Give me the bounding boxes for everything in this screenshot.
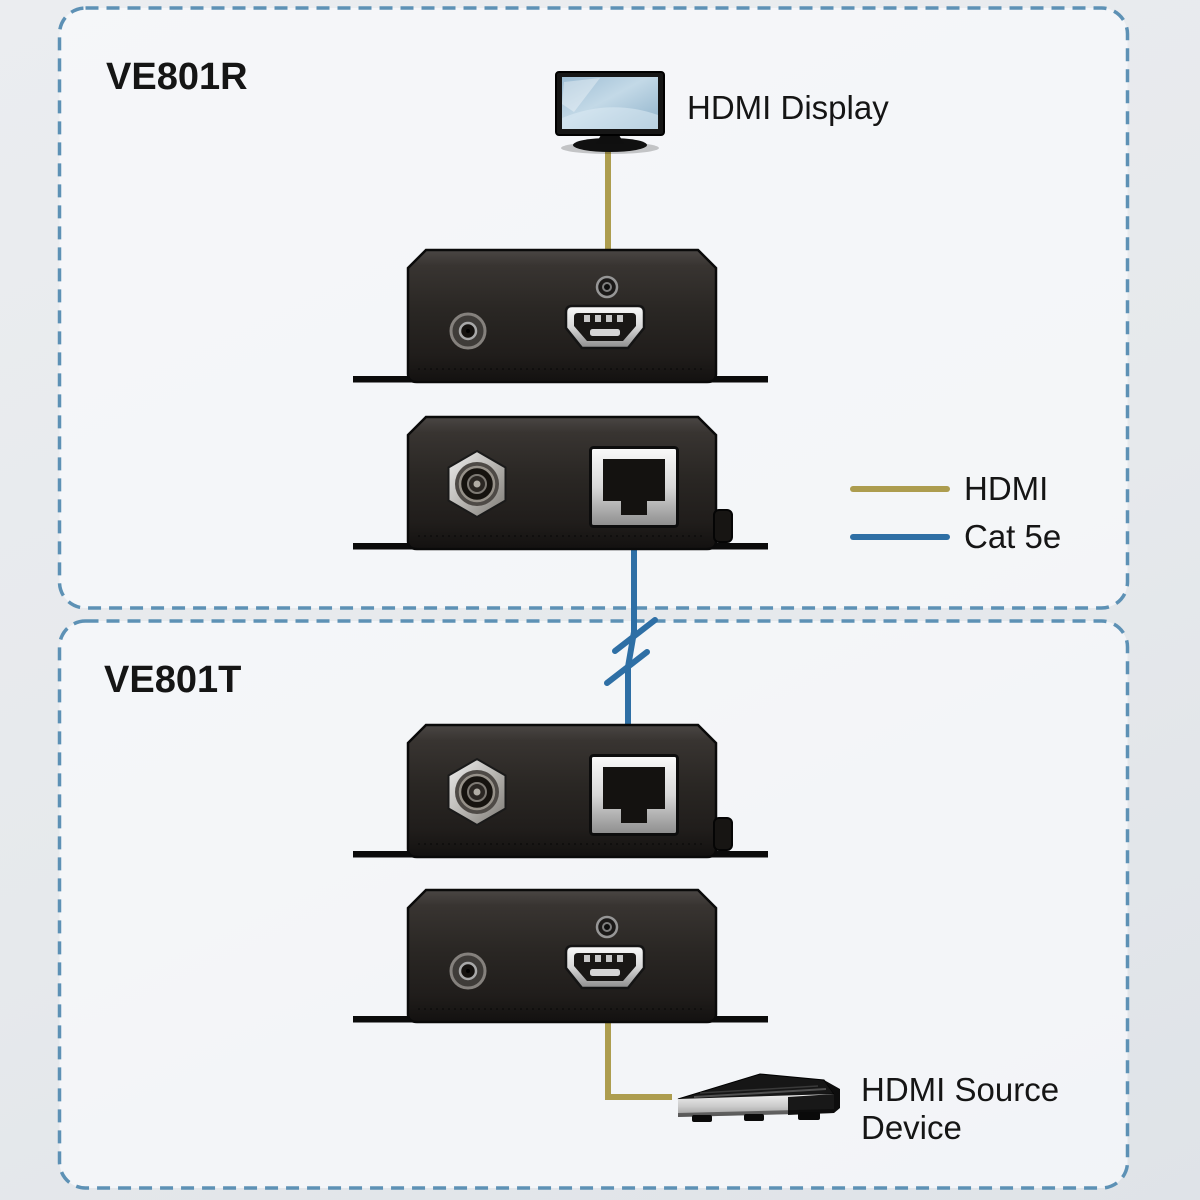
cable-legend: HDMI Cat 5e [850, 465, 1061, 561]
cat5e-line-swatch [850, 534, 950, 540]
hdmi-source-label: HDMI Source Device [861, 1071, 1059, 1147]
hdmi-source-device-icon [677, 1073, 840, 1122]
legend-item-hdmi: HDMI [850, 465, 1061, 513]
cable-break-icon [604, 617, 658, 686]
screen-glare [562, 78, 600, 112]
legend-label-cat5e: Cat 5e [964, 518, 1062, 555]
ve801r-rj45-unit [351, 415, 770, 551]
cat5e-cable-line [604, 547, 658, 727]
ve801r-label: VE801R [106, 56, 248, 98]
source-front-right [788, 1094, 834, 1115]
ve801t-hdmi-unit [351, 888, 770, 1024]
hdmi-line-swatch [850, 486, 950, 492]
hdmi-source-label-line2: Device [861, 1109, 962, 1146]
hdmi-display-label: HDMI Display [687, 89, 889, 126]
hdmi-cable-source [605, 1014, 672, 1100]
ve801t-label: VE801T [104, 659, 242, 701]
screen-sweep [562, 107, 658, 129]
legend-item-cat5e: Cat 5e [850, 513, 1061, 561]
hdmi-source-label-line1: HDMI Source [861, 1071, 1060, 1108]
legend-label-hdmi: HDMI [964, 470, 1049, 507]
hdmi-cable-lines [605, 146, 672, 1100]
source-right-side [824, 1080, 840, 1113]
hdmi-display-icon [555, 71, 665, 154]
ve801r-hdmi-unit [351, 248, 770, 384]
monitor-base [573, 138, 647, 152]
ve801t-rj45-unit [351, 723, 770, 859]
